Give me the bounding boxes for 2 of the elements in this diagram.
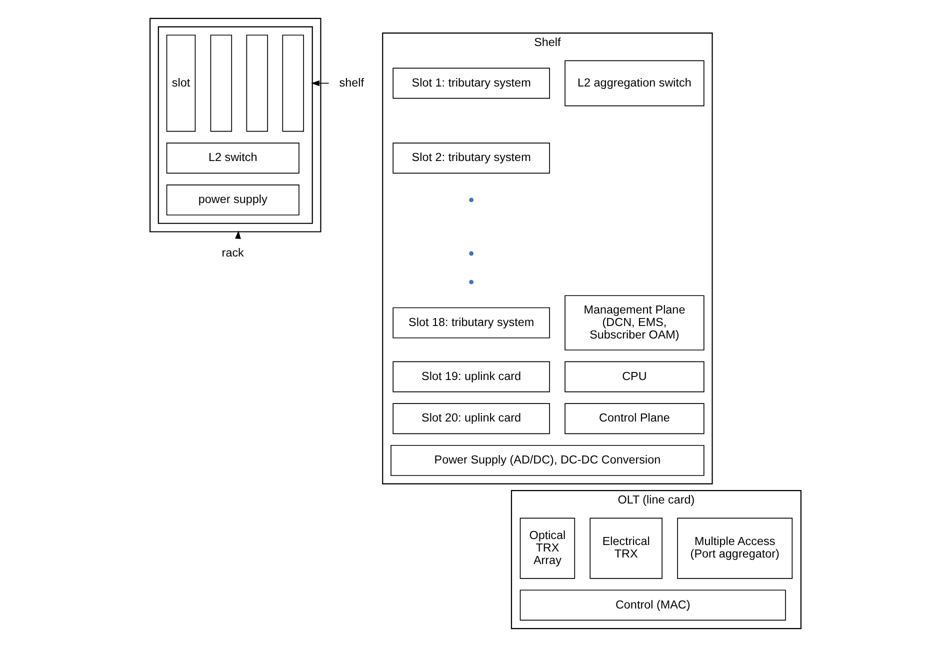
node-text: shelf <box>338 76 364 90</box>
node-text: rack <box>221 246 244 260</box>
